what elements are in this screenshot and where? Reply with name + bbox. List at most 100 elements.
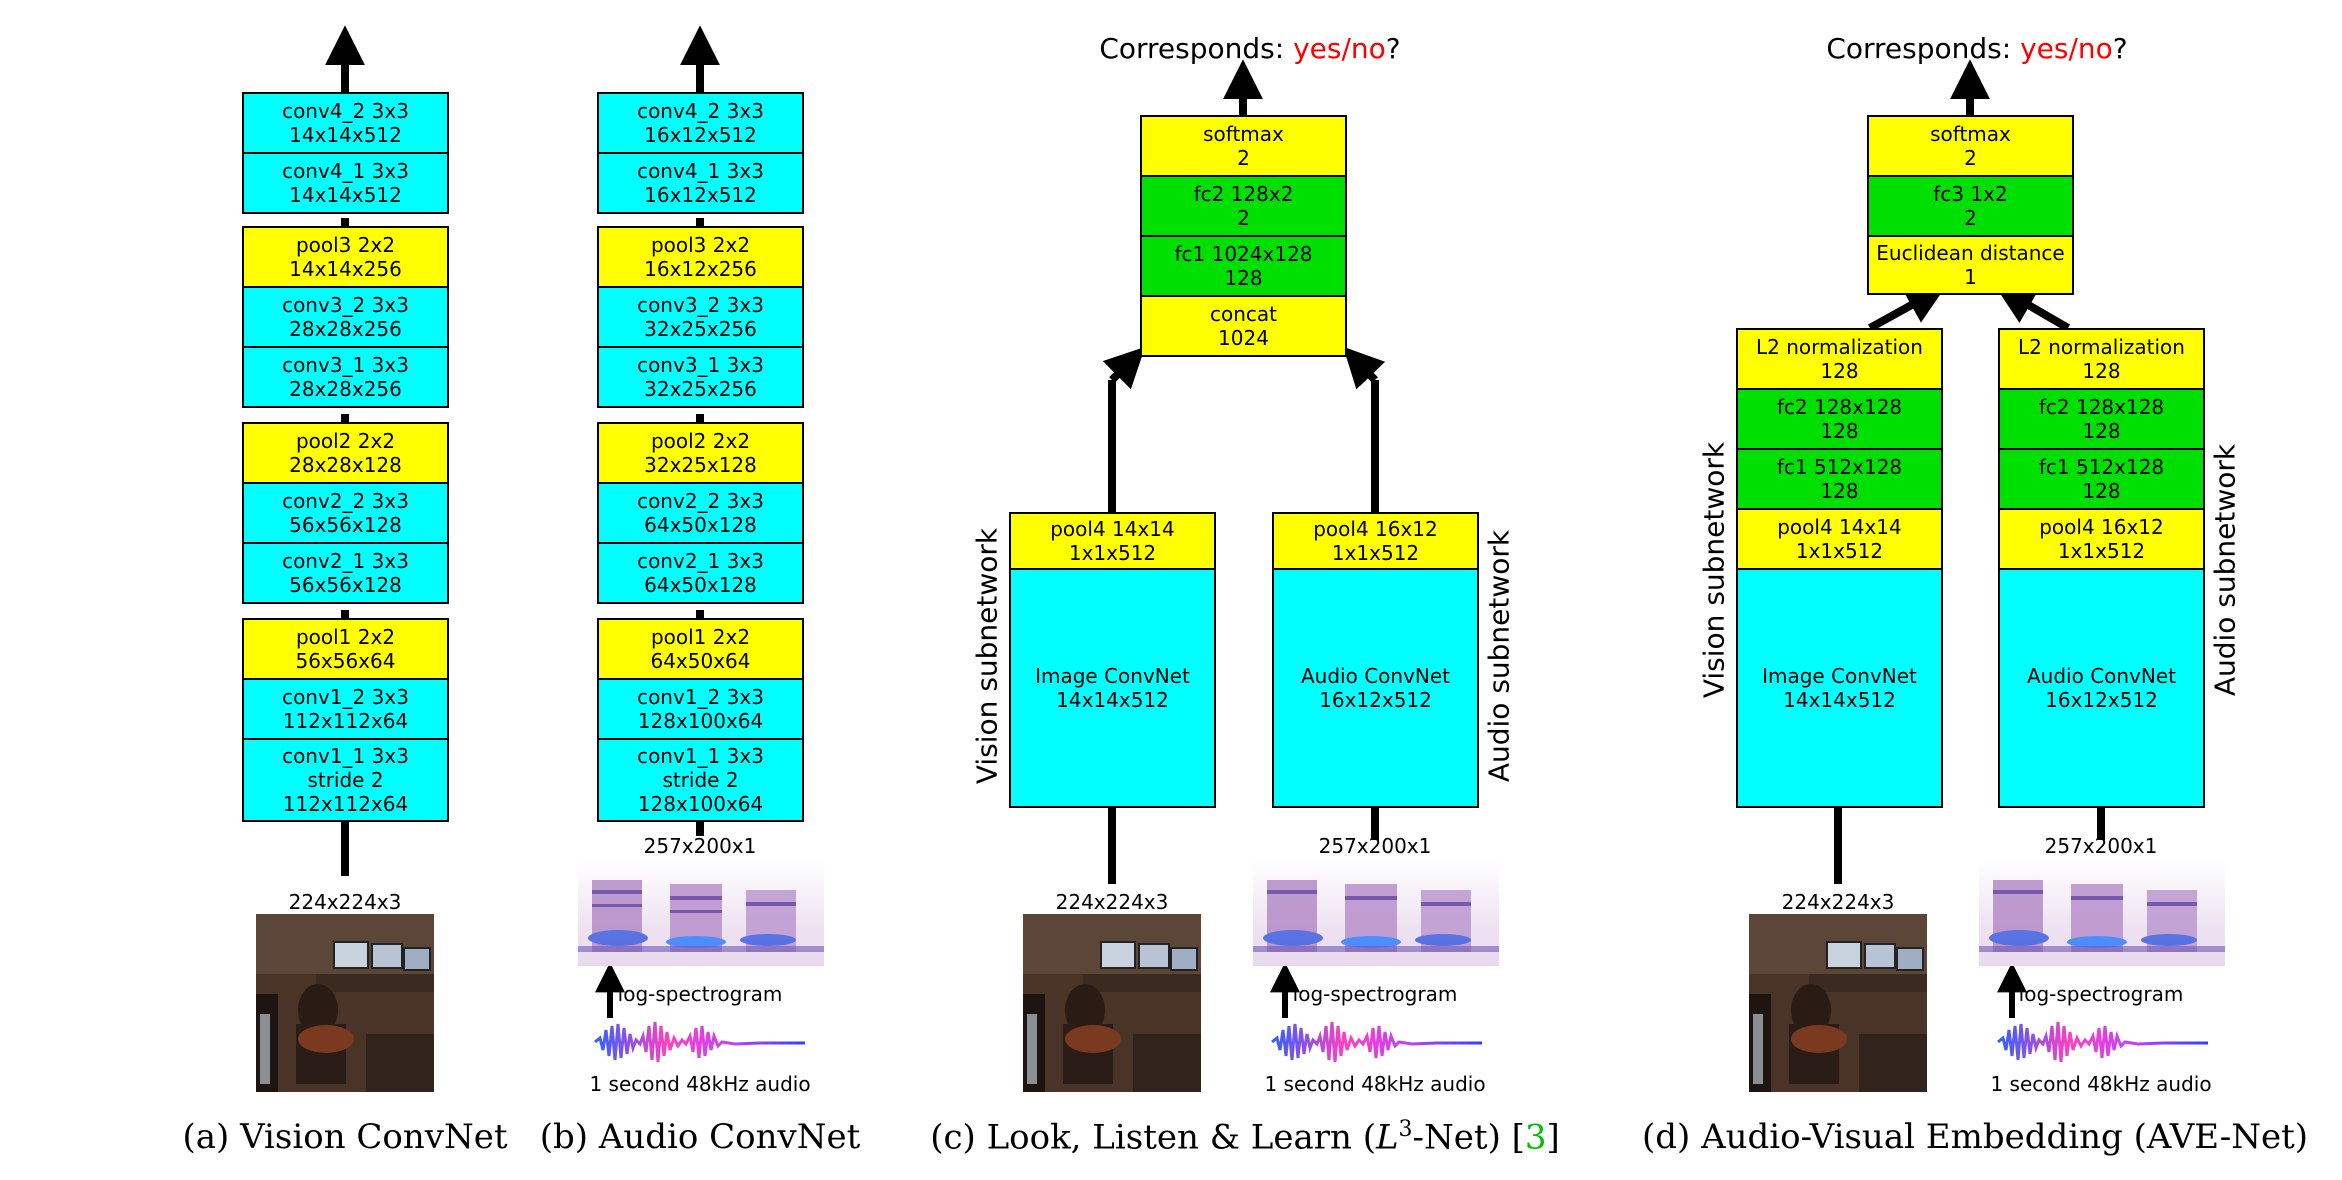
block-line-2: 128 — [2082, 359, 2121, 383]
caption-l: L — [1375, 1117, 1399, 1158]
block-line-2: 112x112x64 — [282, 709, 409, 733]
panel-b-input-label: 257x200x1 — [643, 834, 757, 858]
block-line-1: conv2_2 3x3 — [282, 489, 409, 513]
panel-c-audio-convnet-block: Audio ConvNet 16x12x512 — [1272, 568, 1479, 808]
block-line-1: conv4_1 3x3 — [637, 159, 764, 183]
block-line-3: 112x112x64 — [282, 792, 409, 816]
block-line-2: 56x56x128 — [289, 573, 402, 597]
panel-c-vision-subnetwork-label: Vision subnetwork — [970, 527, 1004, 785]
block-line-2: 14x14x512 — [289, 183, 402, 207]
block-line-1: conv1_1 3x3 — [637, 744, 764, 768]
photo-thumbnail — [1749, 914, 1927, 1092]
caption-end: ] — [1546, 1117, 1560, 1158]
block-line-2: 128 — [2082, 479, 2121, 503]
block-line-1: pool4 14x14 — [1050, 517, 1175, 541]
block-line-1: Euclidean distance — [1876, 241, 2065, 265]
block-line-1: fc1 1024x128 — [1174, 242, 1313, 266]
block-line-2: 1x1x512 — [1331, 541, 1420, 565]
block-line-2: 128 — [2082, 419, 2121, 443]
caption-prefix: (c) Look, Listen & Learn ( — [930, 1117, 1376, 1158]
block-line-1: conv3_1 3x3 — [637, 353, 764, 377]
panel-a-caption: (a) Vision ConvNet — [182, 1117, 508, 1157]
corresponds-answer: yes/no — [2020, 32, 2113, 65]
block-line-1: pool2 2x2 — [650, 429, 751, 453]
block-line-2: 32x25x256 — [644, 377, 757, 401]
panel-d-audio-label: 1 second 48kHz audio — [1990, 1072, 2212, 1096]
block-line-2: 28x28x128 — [289, 453, 402, 477]
block-line-2: 32x25x128 — [644, 453, 757, 477]
block-line-1: pool2 2x2 — [295, 429, 396, 453]
block-line-2: 2 — [1964, 206, 1977, 230]
block-line-1: conv3_2 3x3 — [282, 293, 409, 317]
waveform-image — [1271, 1021, 1482, 1063]
block-line-1: fc2 128x128 — [1776, 395, 1903, 419]
block-line-2: 1x1x512 — [1795, 539, 1884, 563]
panel-d-audio-input-label: 257x200x1 — [2044, 834, 2158, 858]
block-line-1: conv1_2 3x3 — [282, 685, 409, 709]
block-line-2: 128 — [1820, 359, 1859, 383]
block-line-1: conv1_2 3x3 — [637, 685, 764, 709]
block-line-1: pool3 2x2 — [650, 233, 751, 257]
panel-c-image-convnet-block: Image ConvNet 14x14x512 — [1009, 568, 1216, 808]
caption-sup: 3 — [1398, 1117, 1413, 1142]
waveform-image — [594, 1021, 805, 1063]
block-line-2: 2 — [1964, 146, 1977, 170]
block-line-1: fc1 512x128 — [1776, 455, 1903, 479]
panel-d-spectrogram-label: log-spectrogram — [2018, 982, 2184, 1006]
block-line-1: L2 normalization — [2018, 335, 2185, 359]
panel-c-corresponds-label: Corresponds: yes/no? — [1099, 32, 1400, 65]
block-line-2: 28x28x256 — [289, 317, 402, 341]
block-line-2: 2 — [1237, 146, 1250, 170]
panel-b-spectrogram-label: log-spectrogram — [617, 982, 783, 1006]
panel-d-audio-convnet-block: Audio ConvNet 16x12x512 — [1998, 568, 2205, 808]
panel-c-vision-pool-block: pool4 14x14 1x1x512 — [1009, 512, 1216, 570]
block-line-2: 14x14x512 — [289, 123, 402, 147]
waveform-image — [1997, 1021, 2208, 1063]
corresponds-suffix: ? — [2112, 32, 2128, 65]
block-line-1: pool4 16x12 — [2039, 515, 2164, 539]
block-line-2: 14x14x256 — [289, 257, 402, 281]
caption-citation[interactable]: 3 — [1524, 1117, 1547, 1158]
block-line-2: 32x25x256 — [644, 317, 757, 341]
block-line-2: 16x12x512 — [644, 183, 757, 207]
block-line-2: 64x50x128 — [644, 513, 757, 537]
block-line-1: Audio ConvNet — [2026, 664, 2177, 688]
block-line-1: Image ConvNet — [1762, 664, 1917, 688]
block-line-1: softmax — [1930, 122, 2011, 146]
block-line-1: conv4_2 3x3 — [637, 99, 764, 123]
block-line-2: 56x56x64 — [295, 649, 396, 673]
block-line-1: fc2 128x128 — [2038, 395, 2165, 419]
block-line-2: 14x14x512 — [1056, 688, 1169, 712]
spectrogram-image — [578, 860, 824, 966]
block-line-2: 16x12x512 — [644, 123, 757, 147]
block-line-2: 56x56x128 — [289, 513, 402, 537]
block-line-1: softmax — [1203, 122, 1284, 146]
caption-mid: -Net) [ — [1412, 1117, 1525, 1158]
block-line-2: 16x12x512 — [2045, 688, 2158, 712]
panel-d-vision-subnetwork-label: Vision subnetwork — [1697, 441, 1731, 699]
block-line-1: conv4_2 3x3 — [282, 99, 409, 123]
block-line-1: conv2_1 3x3 — [282, 549, 409, 573]
block-line-2: 28x28x256 — [289, 377, 402, 401]
